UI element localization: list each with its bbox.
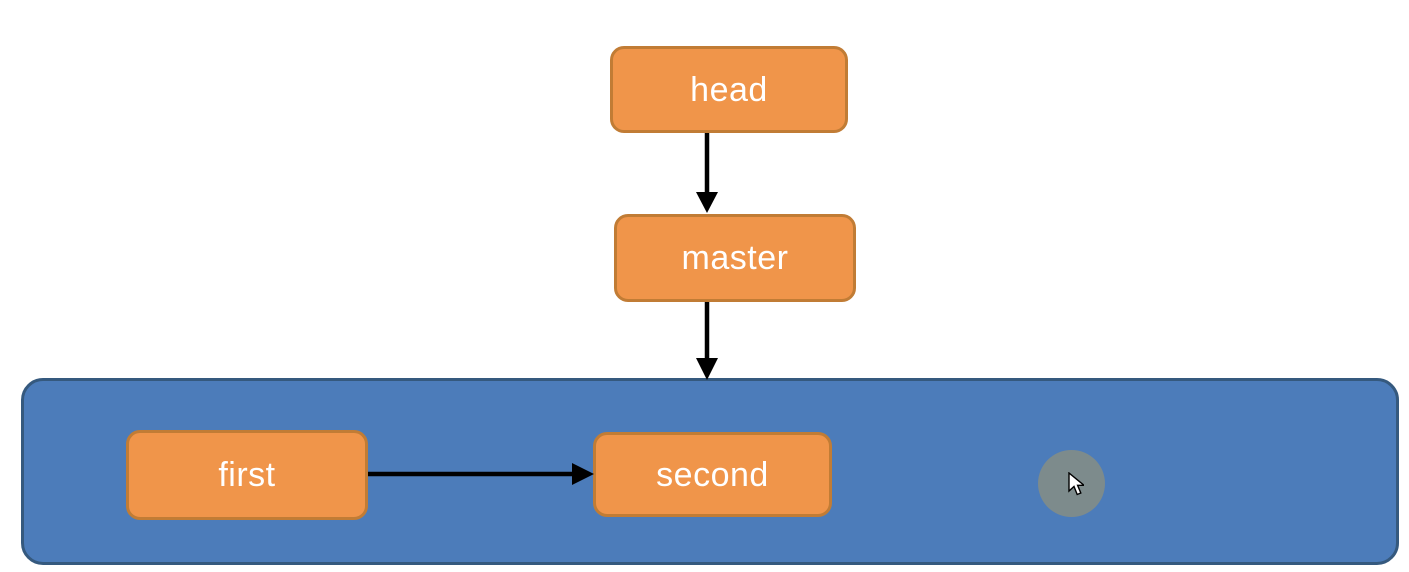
node-head-label: head [690,70,768,109]
cursor-highlight-circle [1038,450,1105,517]
arrow-master-to-container [696,302,718,380]
node-first: first [126,430,368,520]
node-second-label: second [656,455,769,494]
arrow-head-to-master [696,133,718,213]
node-first-label: first [218,456,276,494]
node-master: master [614,214,856,302]
node-head: head [610,46,848,133]
node-master-label: master [681,239,789,277]
node-second: second [593,432,832,517]
